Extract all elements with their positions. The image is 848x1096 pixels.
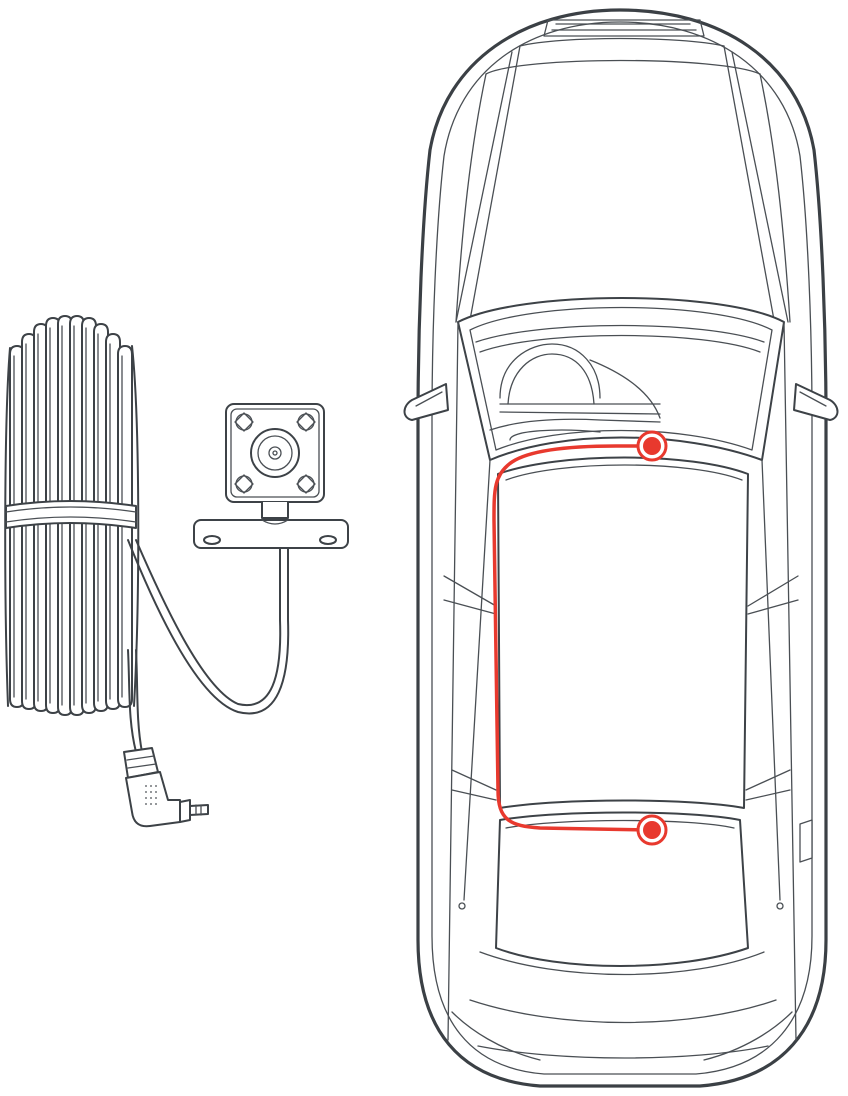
plug-grip-dot (150, 803, 152, 805)
plug-grip-dot (150, 791, 152, 793)
coiled-cable-icon (4, 315, 143, 753)
cable-route (492, 430, 668, 846)
front-connection-point-icon (636, 430, 668, 462)
camera-led-icon (234, 474, 254, 494)
plug-grip-dot (155, 785, 157, 787)
camera-cable (127, 539, 290, 715)
plug-grip-dot (155, 797, 157, 799)
plug-grip-dot (145, 791, 147, 793)
angled-jack-plug-icon (123, 747, 209, 828)
plug-grip-dot (155, 803, 157, 805)
camera-led-icon (296, 474, 316, 494)
camera-led-icon (296, 412, 316, 432)
plug-grip-dot (155, 791, 157, 793)
plug-grip-dot (145, 797, 147, 799)
plug-grip-dot (150, 785, 152, 787)
rear-camera-icon (193, 403, 349, 549)
car-top-view-icon (403, 8, 839, 1088)
camera-led-icon (234, 412, 254, 432)
plug-grip-dot (145, 785, 147, 787)
rear-connection-point-icon (636, 814, 668, 846)
plug-grip-dot (145, 803, 147, 805)
plug-grip-dot (150, 797, 152, 799)
